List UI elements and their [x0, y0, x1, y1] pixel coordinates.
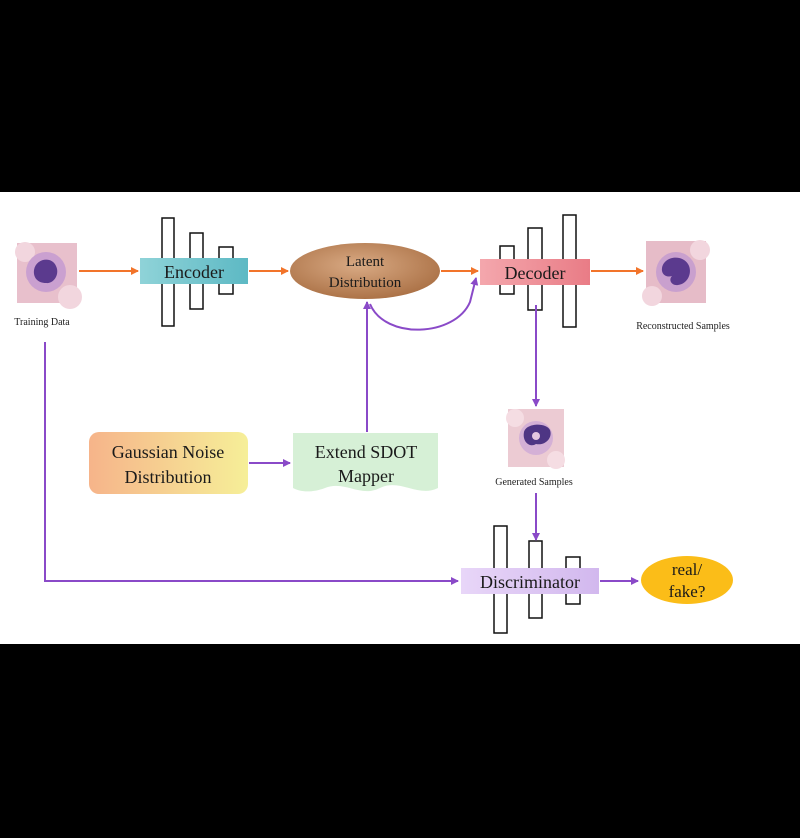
output-label-line1: real/ [672, 560, 702, 579]
arrow-latent-loop-to-decoder [369, 277, 479, 331]
sdot-label-line1: Extend SDOT [315, 442, 418, 462]
gaussian-noise-box: Gaussian Noise Distribution [89, 432, 248, 494]
generated-label: Generated Samples [495, 477, 573, 488]
gaussian-label-line2: Distribution [124, 467, 211, 487]
sdot-mapper-box: Extend SDOT Mapper [293, 433, 438, 492]
discriminator-label: Discriminator [480, 572, 580, 592]
decoder-label: Decoder [505, 263, 566, 283]
architecture-diagram: Training Data Encoder Latent Distributio… [14, 214, 733, 634]
latent-distribution-node: Latent Distribution [290, 243, 440, 299]
output-label-line2: fake? [669, 582, 706, 601]
sdot-label-line2: Mapper [338, 466, 394, 486]
encoder-label: Encoder [164, 262, 224, 282]
gaussian-label-line1: Gaussian Noise [112, 442, 224, 462]
generated-sample-image [506, 409, 565, 469]
latent-label-line1: Latent [346, 254, 385, 270]
discriminator-box: Discriminator [461, 568, 599, 594]
real-fake-output: real/ fake? [641, 556, 733, 604]
latent-label-line2: Distribution [329, 275, 402, 291]
reconstructed-label: Reconstructed Samples [636, 321, 730, 332]
diagram-panel: Training Data Encoder Latent Distributio… [0, 192, 800, 644]
decoder-box: Decoder [480, 259, 590, 285]
reconstructed-image [642, 240, 710, 306]
training-data-label: Training Data [14, 317, 70, 328]
encoder-box: Encoder [140, 258, 248, 284]
arrow-training-to-discriminator [44, 342, 459, 585]
training-data-image [15, 242, 82, 309]
purple-arrows [44, 277, 639, 585]
